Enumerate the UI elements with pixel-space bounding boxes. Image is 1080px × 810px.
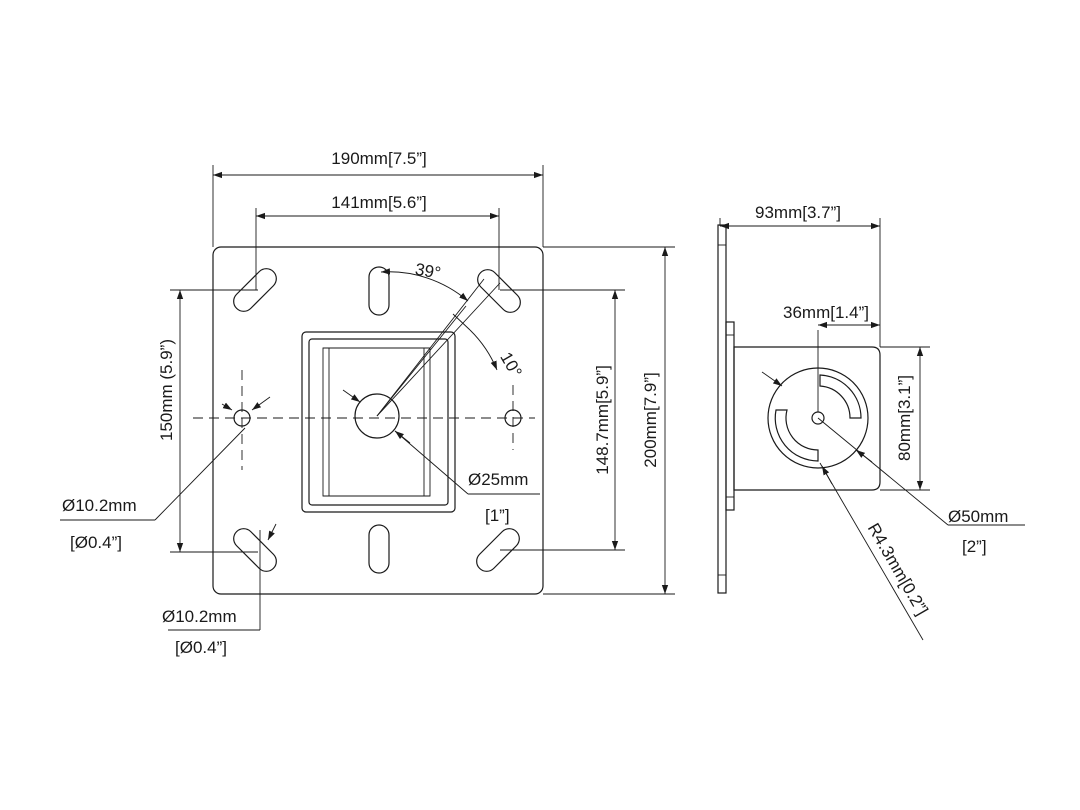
side-height-label: 80mm[3.1”] (895, 375, 914, 461)
center-hole-dia-label: Ø25mm (468, 470, 528, 489)
center-hole-dia-inch-label: [1”] (485, 506, 510, 525)
slot-radius-label: R4.3mm[0.2”] (864, 520, 932, 619)
boss-rail-left (322, 347, 330, 497)
side-neck (725, 321, 735, 511)
slot-bottom-center (368, 524, 390, 574)
slot-top-right (477, 269, 521, 313)
boss-inner-square (308, 338, 449, 506)
angle-10-label: 10° (496, 349, 525, 381)
side-wall-plate (717, 224, 727, 594)
hole-height-label: 150mm (5.9”) (157, 339, 176, 441)
side-depth-label: 93mm[3.7”] (755, 203, 841, 222)
side-view: 93mm[3.7”] 36mm[1.4”] 80mm[3.1”] Ø50mm [… (717, 203, 1025, 641)
side-arm-body (733, 346, 881, 491)
overall-width-label: 190mm[7.5”] (331, 149, 426, 168)
left-hole-dia-inch-label: [Ø0.4”] (70, 533, 122, 552)
side-arc-slot-top (819, 374, 862, 419)
slot-height-label: 148.7mm[5.9”] (593, 365, 612, 475)
angle-39-label: 39° (414, 260, 443, 283)
boss-rail-right (423, 347, 431, 497)
center-hole (354, 393, 400, 439)
side-center-label: 36mm[1.4”] (783, 303, 869, 322)
bottom-hole-dia-inch-label: [Ø0.4”] (175, 638, 227, 657)
slot-top-center (368, 266, 390, 316)
left-hole-dia-label: Ø10.2mm (62, 496, 137, 515)
side-arc-slot-left (774, 409, 819, 462)
slot-width-label: 141mm[5.6”] (331, 193, 426, 212)
bottom-hole-dia-label: Ø10.2mm (162, 607, 237, 626)
side-circle-dia-label: Ø50mm (948, 507, 1008, 526)
overall-height-label: 200mm[7.9”] (641, 372, 660, 467)
slot-bottom-right (476, 528, 520, 572)
side-circle-dia-inch-label: [2”] (962, 537, 987, 556)
mounting-plate-outline (212, 246, 544, 595)
boss-outer-square (301, 331, 456, 513)
front-view: 190mm[7.5”] 141mm[5.6”] 39° 10° 150mm (5… (60, 149, 675, 657)
slot-bottom-left (233, 528, 277, 572)
